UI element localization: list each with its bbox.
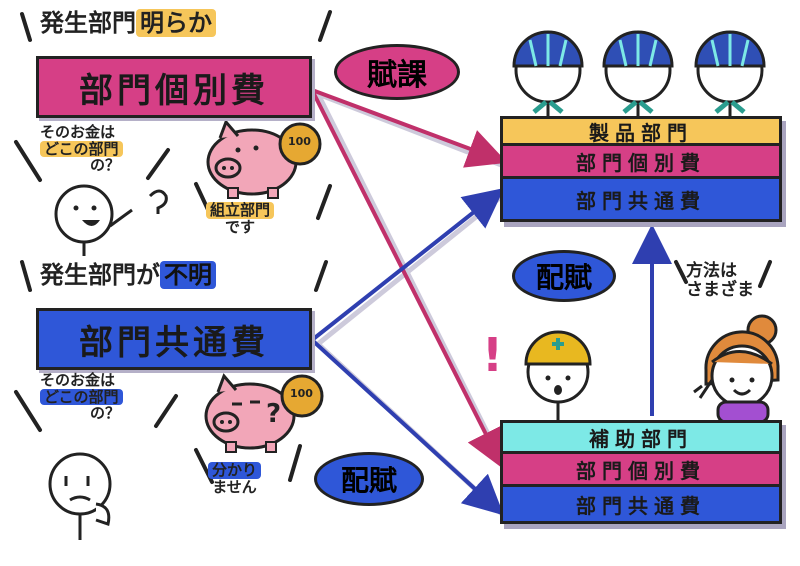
production-dept-header: 製品部門 xyxy=(500,116,782,146)
common-cost-box: 部門共通費 xyxy=(36,308,312,370)
service-dept-individual-row: 部門個別費 xyxy=(500,451,782,487)
service-dept-stack: 補助部門 部門個別費 部門共通費 xyxy=(500,420,782,524)
production-dept-stack: 製品部門 部門個別費 部門共通費 xyxy=(500,116,782,222)
emphasis-slashes xyxy=(14,10,772,484)
worker-figure xyxy=(602,30,674,118)
question-bottom: そのお金は どこの部門 の？ xyxy=(40,372,123,422)
production-dept-common-row: 部門共通費 xyxy=(500,176,782,222)
questioner-figure-top xyxy=(54,184,133,256)
question-top-line: の？ xyxy=(90,156,121,174)
piggy-bank-bottom xyxy=(204,373,324,453)
pig-question-mark: ? xyxy=(266,399,282,429)
coin-label-top: 100 xyxy=(288,135,311,148)
production-dept-individual-row: 部門個別費 xyxy=(500,143,782,179)
answer-top: 組立部門 です xyxy=(206,202,275,236)
question-bottom-line: そのお金は xyxy=(40,371,116,389)
coin-label-bottom: 100 xyxy=(290,387,313,400)
answer-bottom-line: 分かり xyxy=(208,462,262,479)
oval-haifu-middle: 配賦 xyxy=(512,250,616,302)
oval-haifu-bottom: 配賦 xyxy=(314,452,424,506)
arrow-common-to-production xyxy=(310,188,505,342)
arrow-common-to-service xyxy=(310,338,504,516)
individual-cost-box: 部門個別費 xyxy=(36,56,312,118)
exclamation-mark: ! xyxy=(482,328,503,382)
heading-origin-unknown: 発生部門が不明 xyxy=(40,261,216,289)
worker-figure xyxy=(694,30,766,118)
question-top-line: そのお金は xyxy=(40,123,116,141)
answer-bottom-line: ません xyxy=(212,477,257,496)
arrow-individual-to-production xyxy=(311,88,508,168)
worker-figure xyxy=(512,30,584,118)
answer-top-line: です xyxy=(225,217,256,236)
heading-origin-unknown-part1: 発生部門が xyxy=(40,261,160,289)
piggy-bank-top xyxy=(206,119,322,199)
question-marks xyxy=(148,189,168,214)
service-dept-header: 補助部門 xyxy=(500,420,782,454)
heading-origin-known: 発生部門明らか xyxy=(40,9,216,37)
question-top: そのお金は どこの部門 の？ xyxy=(40,124,123,174)
arrow-individual-to-service xyxy=(310,89,504,470)
question-bottom-line: の？ xyxy=(90,404,121,422)
heading-origin-unknown-highlight: 不明 xyxy=(160,261,216,289)
woman-figure xyxy=(693,314,780,424)
service-dept-common-row: 部門共通費 xyxy=(500,484,782,524)
service-worker-figure xyxy=(524,330,592,420)
answer-bottom: 分かり ません xyxy=(208,462,262,496)
methods-note-line: 方法は xyxy=(686,261,737,281)
question-top-line: どこの部門 xyxy=(40,140,123,157)
questioner-figure-bottom xyxy=(48,452,112,540)
oval-fuka: 賦課 xyxy=(334,44,460,100)
answer-top-line: 組立部門 xyxy=(206,202,275,219)
heading-origin-known-highlight: 明らか xyxy=(136,9,216,37)
heading-origin-known-part1: 発生部門 xyxy=(40,9,136,37)
question-bottom-line: どこの部門 xyxy=(40,388,123,405)
methods-note-line: さまざま xyxy=(686,279,754,300)
methods-note: 方法は さまざま xyxy=(686,262,754,299)
